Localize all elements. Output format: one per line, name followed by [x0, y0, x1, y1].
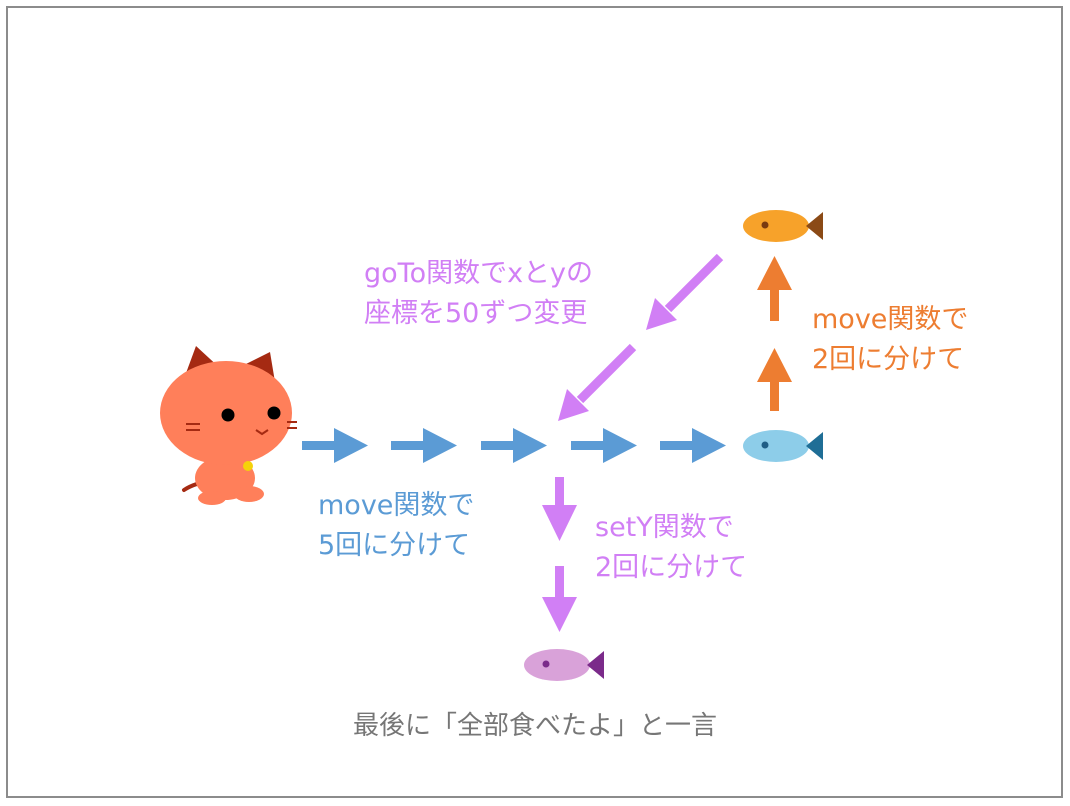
move-right-arrows: [302, 428, 726, 463]
fish-purple-icon: [524, 649, 604, 681]
move-right-label: move関数で 5回に分けて: [318, 486, 474, 566]
move-up-label: move関数で 2回に分けて: [812, 300, 968, 380]
sety-down-arrows: [542, 477, 577, 632]
sety-label: setY関数で 2回に分けて: [595, 508, 747, 588]
label-line: 座標を50ずつ変更: [364, 298, 588, 329]
arrow-up-icon: [757, 348, 792, 411]
arrow-diagonal-icon: [558, 343, 637, 421]
arrow-right-icon: [571, 428, 637, 463]
arrow-down-icon: [542, 566, 577, 632]
move-up-arrows: [757, 256, 792, 411]
label-line: goTo関数でxとyの: [364, 258, 594, 289]
arrow-up-icon: [757, 256, 792, 321]
label-line: move関数で: [318, 490, 475, 521]
label-line: 2回に分けて: [595, 552, 748, 583]
arrow-diagonal-icon: [646, 253, 724, 330]
arrow-right-icon: [302, 428, 368, 463]
caption-text: 最後に「全部食べたよ」と一言: [352, 711, 717, 741]
label-line: 5回に分けて: [318, 530, 471, 561]
arrow-right-icon: [481, 428, 547, 463]
cat-icon: [160, 346, 297, 505]
goto-label: goTo関数でxとyの 座標を50ずつ変更: [364, 254, 593, 334]
arrow-down-icon: [542, 477, 577, 541]
fish-orange-icon: [743, 210, 823, 242]
label-line: 2回に分けて: [812, 344, 965, 375]
label-line: setY関数で: [595, 512, 734, 543]
fish-blue-icon: [743, 430, 823, 462]
arrow-right-icon: [391, 428, 457, 463]
label-line: move関数で: [812, 304, 969, 335]
goto-diagonal-arrows: [558, 253, 724, 421]
arrow-right-icon: [660, 428, 726, 463]
